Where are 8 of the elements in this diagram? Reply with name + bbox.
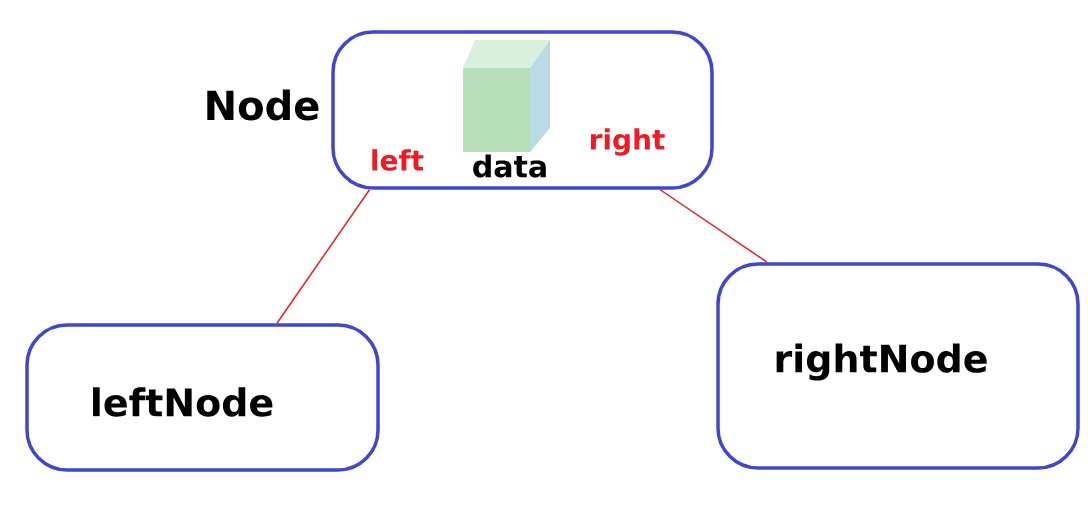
pointer-label: right	[590, 128, 665, 156]
node-title: Node	[207, 89, 319, 121]
node-label: rightNode	[776, 343, 987, 381]
connector-line	[659, 189, 768, 263]
connector-line	[276, 189, 371, 324]
pointer-label: left	[372, 149, 424, 171]
node-label: leftNode	[93, 387, 273, 417]
data-label: data	[473, 154, 546, 178]
